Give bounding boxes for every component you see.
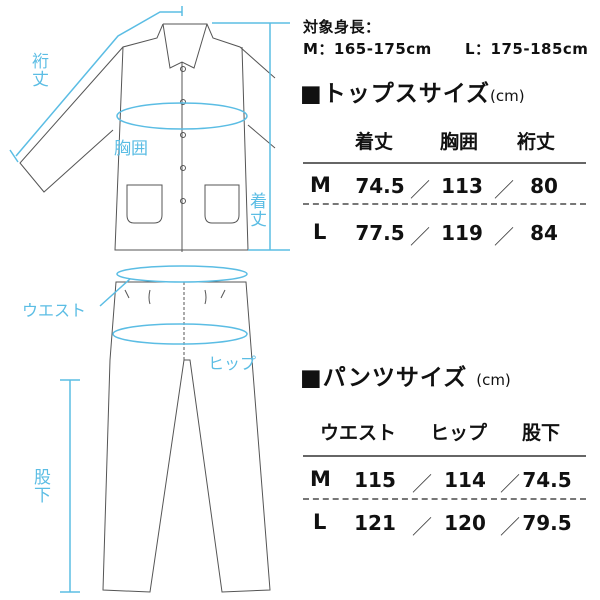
height-note-m: M：165-175cm [303, 40, 432, 58]
pants-row-divider [303, 498, 586, 500]
pants-header-inseam: 股下 [522, 422, 561, 444]
label-chest: 胸囲 [114, 139, 148, 159]
tops-row-l-size: L [313, 220, 327, 244]
pants-header-waist: ウエスト [320, 422, 397, 444]
separator: ／ [412, 472, 432, 496]
separator: ／ [410, 178, 430, 202]
pants-m-waist: 115 [354, 468, 396, 492]
tops-header-length: 着丈 [355, 131, 394, 153]
tops-title: ■トップスサイズ(cm) [300, 74, 525, 108]
tops-header-rule [303, 162, 586, 164]
label-hip: ヒップ [208, 354, 257, 373]
separator: ／ [494, 178, 514, 202]
pants-m-inseam: 74.5 [522, 468, 572, 492]
separator: ／ [500, 515, 520, 539]
height-note-label: 対象身長： [303, 18, 381, 36]
pants-title-text: ■パンツサイズ [300, 365, 468, 391]
separator: ／ [500, 472, 520, 496]
height-note-l: L：175-185cm [465, 40, 589, 58]
tops-title-text: ■トップスサイズ [300, 81, 491, 107]
tops-header-sleeve: 裄丈 [517, 131, 556, 153]
shirt-drawing [19, 23, 276, 252]
label-waist: ウエスト [22, 301, 87, 320]
tops-m-length: 74.5 [355, 174, 405, 198]
tops-m-sleeve: 80 [530, 174, 558, 198]
tops-l-sleeve: 84 [530, 221, 558, 245]
tops-unit: (cm) [490, 87, 525, 105]
pants-m-hip: 114 [444, 468, 486, 492]
tops-l-chest: 119 [441, 221, 483, 245]
tops-m-chest: 113 [441, 174, 483, 198]
pants-unit: (cm) [476, 371, 511, 389]
tops-row-m-size: M [310, 173, 331, 197]
separator: ／ [410, 225, 430, 249]
pants-l-inseam: 79.5 [522, 511, 572, 535]
pants-title: ■パンツサイズ (cm) [300, 358, 511, 392]
tops-l-length: 77.5 [355, 221, 405, 245]
pants-header-rule [303, 455, 586, 457]
pants-row-l-size: L [313, 510, 327, 534]
pants-row-m-size: M [310, 467, 331, 491]
measure-lines [9, 6, 290, 593]
tops-row-divider [303, 203, 586, 205]
label-length: 着丈 [246, 192, 266, 228]
separator: ／ [412, 515, 432, 539]
pants-drawing [102, 281, 271, 593]
pants-l-waist: 121 [354, 511, 396, 535]
label-sleeve-length: 裄丈 [28, 52, 48, 88]
label-inseam: 股下 [30, 468, 50, 504]
pants-l-hip: 120 [444, 511, 486, 535]
tops-header-chest: 胸囲 [440, 131, 479, 153]
pants-header-hip: ヒップ [430, 422, 488, 444]
separator: ／ [494, 225, 514, 249]
